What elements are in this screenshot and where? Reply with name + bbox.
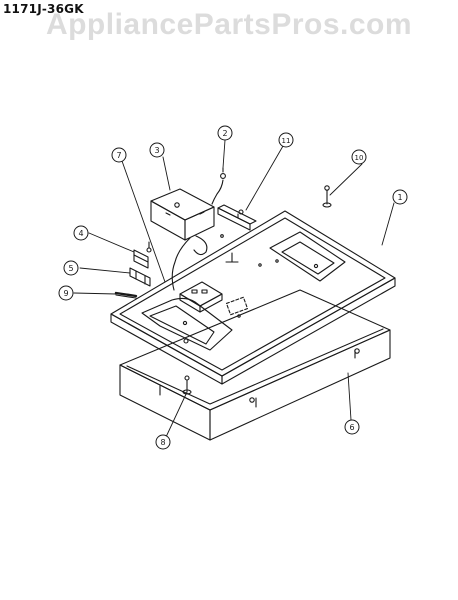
hinge-bracket [133,241,152,269]
callout-10-label: 10 [355,154,364,162]
callout-4-label: 4 [78,229,83,238]
callout-2-label: 2 [222,129,227,138]
callout-10: 10 [351,149,367,165]
fastener-10 [322,185,332,208]
mounting-bracket [217,204,257,231]
callout-4: 4 [73,225,89,241]
callout-11: 11 [278,132,294,148]
leader-lines [73,139,395,438]
callout-7-label: 7 [116,151,121,160]
callout-5-label: 5 [68,264,73,273]
watermark-text: AppliancePartsPros.com [45,8,413,41]
callout-9-label: 9 [63,289,68,298]
callout-7: 7 [111,147,127,163]
junction-box [150,188,215,241]
callout-6: 6 [344,419,360,435]
spark-module [171,235,223,313]
cooktop-frame [110,210,396,385]
callout-1: 1 [392,189,408,205]
model-code: 1171J-36GK [3,2,84,16]
callout-3-label: 3 [154,146,159,155]
callout-9: 9 [58,285,74,301]
callout-2: 2 [217,125,233,141]
callout-11-label: 11 [282,137,291,145]
fastener-8 [182,375,192,395]
callout-5: 5 [63,260,79,276]
callout-1-label: 1 [397,193,402,202]
callout-8-label: 8 [160,438,165,447]
wire-lead [211,167,226,205]
hinge [129,267,151,287]
callout-8: 8 [155,434,171,450]
callout-group: 1 2 3 4 5 6 7 [58,125,408,450]
spring-clip [114,291,138,299]
callout-3: 3 [149,142,165,158]
callout-6-label: 6 [349,423,354,432]
